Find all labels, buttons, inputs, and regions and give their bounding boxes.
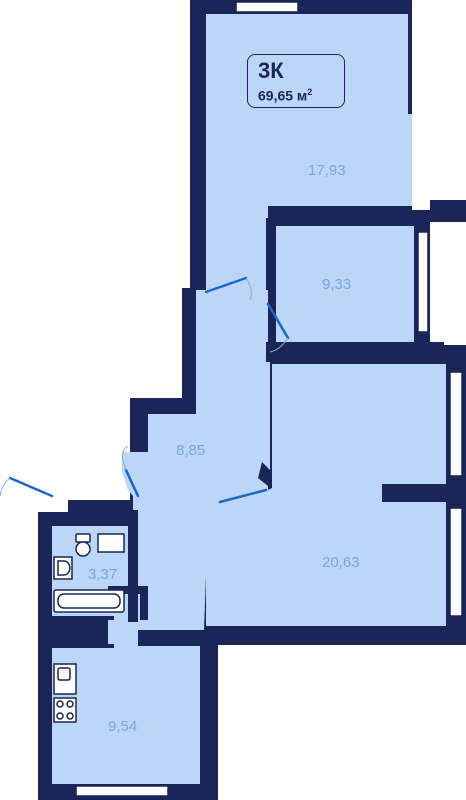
room-area-living-top: 17,93 (308, 162, 346, 179)
room-area-bedroom-mid: 9,33 (322, 276, 351, 293)
apartment-badge: 3К 69,65 м2 (247, 54, 345, 108)
room-bedroom-mid (276, 226, 414, 342)
door-living (204, 276, 248, 294)
stove-icon (53, 697, 77, 723)
toilet-icon (75, 533, 91, 557)
sink-icon (53, 556, 73, 580)
apartment-type: 3К (258, 58, 284, 83)
door-bedroom-large (218, 488, 268, 504)
window-right-mid (417, 231, 429, 333)
room-kitchen (52, 646, 200, 784)
windows (75, 1, 463, 797)
room-area-hall: 8,85 (176, 442, 205, 459)
kitchen-sink-icon (53, 663, 77, 695)
total-area-value: 69,65 м (258, 87, 308, 104)
room-area-kitchen: 9,54 (108, 718, 137, 735)
laundry-icon (97, 533, 125, 553)
doors (0, 276, 290, 504)
window-bottom (75, 785, 169, 797)
apartment-total-area: 69,65 м2 (258, 87, 312, 104)
window-right-upper (449, 371, 463, 477)
window-right-lower (449, 507, 463, 617)
area-unit-power: 2 (307, 87, 313, 97)
room-hall (122, 290, 390, 630)
bathtub-icon (53, 589, 125, 613)
room-area-bathroom: 3,37 (88, 566, 117, 583)
room-bedroom-large (206, 364, 446, 626)
window-top (235, 1, 299, 13)
inner-walls (48, 218, 446, 648)
door-bedroom-mid (266, 302, 290, 340)
door-entrance (8, 476, 54, 498)
door-bathroom (124, 468, 140, 498)
room-area-bedroom-large: 20,63 (322, 554, 360, 571)
rooms (52, 14, 446, 784)
